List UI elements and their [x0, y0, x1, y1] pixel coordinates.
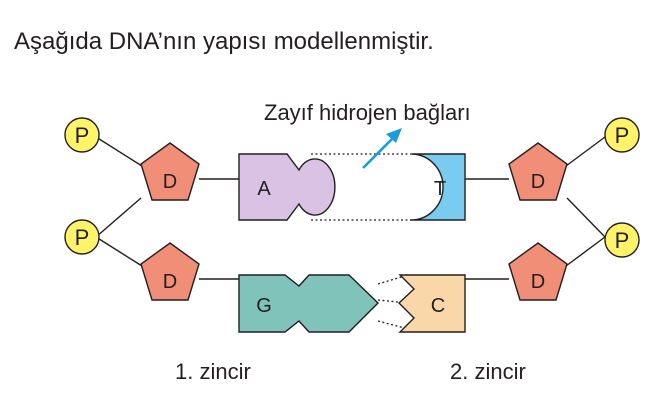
sugar-left-top: D: [140, 142, 200, 201]
svg-text:G: G: [256, 295, 272, 317]
strand-label-1: 1. zincir: [175, 359, 251, 384]
page-heading: Aşağıda DNA’nın yapısı modellenmiştir.: [14, 28, 434, 55]
svg-text:P: P: [75, 225, 90, 250]
sugar-right-top: D: [508, 142, 568, 201]
base-cytosine: C: [397, 274, 466, 333]
svg-text:D: D: [163, 271, 177, 293]
svg-text:A: A: [257, 178, 271, 200]
phosphate-mid-right: P: [604, 222, 640, 258]
base-thymine: T: [409, 153, 466, 221]
phosphate-mid-left: P: [64, 219, 100, 255]
strand-label-2: 2. zincir: [450, 359, 526, 384]
hydrogen-bonds: [311, 153, 412, 330]
svg-text:P: P: [615, 123, 630, 148]
base-adenine: A: [238, 153, 336, 221]
base-guanine: G: [238, 274, 379, 333]
svg-text:P: P: [75, 123, 90, 148]
phosphate-top-right: P: [604, 117, 640, 153]
arrow-icon: [362, 128, 402, 169]
sugar-right-bottom: D: [508, 242, 568, 301]
phosphate-top-left: P: [64, 117, 100, 153]
svg-text:C: C: [431, 295, 445, 317]
hydrogen-bond-label: Zayıf hidrojen bağları: [264, 100, 471, 125]
svg-text:P: P: [615, 228, 630, 253]
backbone-lines: [95, 136, 606, 280]
sugar-left-bottom: D: [140, 242, 200, 301]
svg-text:D: D: [531, 271, 545, 293]
svg-text:D: D: [531, 171, 545, 193]
svg-text:T: T: [434, 178, 446, 200]
svg-text:D: D: [163, 171, 177, 193]
